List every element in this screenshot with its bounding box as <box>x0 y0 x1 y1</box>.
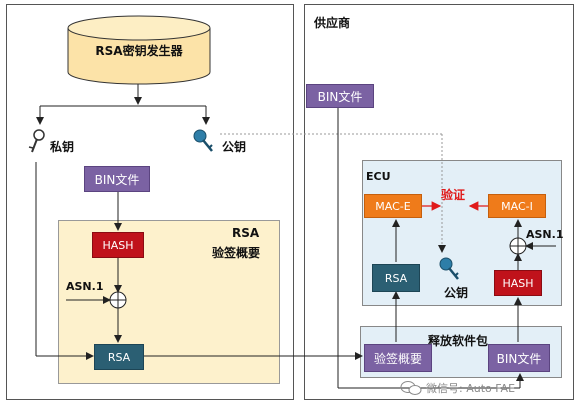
ecu-public-key-label: 公钥 <box>444 286 469 300</box>
public-key-icon <box>193 129 213 152</box>
release-package-title: 释放软件包 <box>428 334 489 348</box>
asn1-label: ASN.1 <box>66 280 104 293</box>
ecu-public-key-icon <box>439 257 459 280</box>
ecu-hash-box: HASH <box>494 270 542 296</box>
ecu-asn1-label: ASN.1 <box>526 228 564 241</box>
public-key-label: 公钥 <box>222 140 247 154</box>
database-cylinder-icon <box>67 15 211 85</box>
rsa-verify-box: RSA <box>372 264 420 292</box>
signature-digest-box: 验签概要 <box>364 344 432 372</box>
rsa-region-title: RSA <box>232 226 260 240</box>
watermark-text: 微信号: Auto FAE <box>426 382 516 395</box>
release-bin-file-box: BIN文件 <box>488 344 550 372</box>
supplier-bin-file-box: BIN文件 <box>306 84 374 108</box>
mac-i-box: MAC-I <box>488 194 546 218</box>
mac-e-box: MAC-E <box>364 194 422 218</box>
bin-file-box: BIN文件 <box>84 166 150 192</box>
ecu-title: ECU <box>366 170 391 183</box>
verify-label: 验证 <box>441 188 466 202</box>
watermark: 微信号: Auto FAE <box>400 380 515 396</box>
wechat-icon <box>400 381 422 395</box>
rsa-region-subtitle: 验签概要 <box>212 246 261 260</box>
private-key-label: 私钥 <box>50 140 75 154</box>
private-key-icon <box>28 129 45 153</box>
rsa-sign-box: RSA <box>94 344 144 370</box>
supplier-title: 供应商 <box>314 16 351 30</box>
rsa-key-generator-label: RSA密钥发生器 <box>95 44 183 58</box>
hash-box: HASH <box>92 232 144 258</box>
